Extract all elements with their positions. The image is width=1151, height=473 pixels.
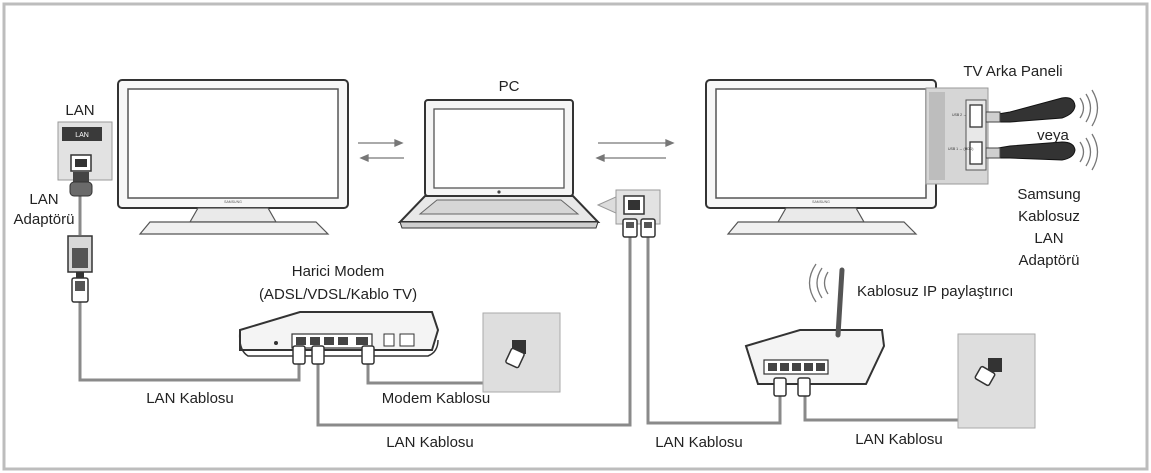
lan-plug-left-bottom <box>71 277 89 303</box>
lan-cable-modem-to-pc <box>316 236 632 427</box>
lan-cable-tv-to-modem <box>78 300 301 382</box>
arrows-tv-pc <box>358 139 404 162</box>
wall-socket-middle <box>482 312 561 393</box>
samsung-adapter-label-line3: LAN <box>1034 230 1064 247</box>
lan-adapter-icon <box>67 235 93 278</box>
lan-cable-left-label: LAN Kablosu <box>146 390 234 407</box>
tv-back-panel-zoom <box>925 87 989 185</box>
modem-cable-label: Modem Kablosu <box>381 390 491 407</box>
pc-label: PC <box>498 78 520 95</box>
tv-left <box>117 79 349 235</box>
lan-port-small-label: LAN <box>75 132 89 139</box>
router-lan-plugs <box>773 377 811 397</box>
lan-cable-right-label: LAN Kablosu <box>855 431 943 448</box>
usb-port-2-label: USB 1 ↔ (HDD) <box>948 147 973 151</box>
or-label: veya <box>1037 127 1069 144</box>
usb-dongle-bottom <box>985 141 1076 161</box>
lan-label: LAN <box>65 102 95 119</box>
lan-adapter-label-line2: Adaptörü <box>13 211 75 228</box>
lan-cable-pc-to-router <box>646 236 782 425</box>
usb-dongle-top <box>985 97 1076 123</box>
modem-lan-plugs <box>292 345 375 365</box>
wifi-waves-dongle-top <box>1079 89 1099 127</box>
lan-adapter-label-line1: LAN <box>29 191 59 208</box>
arrows-pc-tv <box>595 139 675 162</box>
external-modem <box>238 311 440 357</box>
lan-cable-middle-label: LAN Kablosu <box>386 434 474 451</box>
lan-port-zoom <box>57 121 113 181</box>
wireless-router <box>744 267 886 385</box>
wifi-waves-dongle-bottom <box>1079 133 1099 171</box>
tv-left-brand: SAMSUNG <box>224 200 242 204</box>
lan-cable-router-label: LAN Kablosu <box>655 434 743 451</box>
tv-right-brand: SAMSUNG <box>812 200 830 204</box>
laptop-pc <box>397 99 601 229</box>
samsung-adapter-label-line4: Adaptörü <box>1018 252 1080 269</box>
tv-back-panel-label: TV Arka Paneli <box>963 63 1063 80</box>
tv-right <box>705 79 937 235</box>
modem-label-line1: Harici Modem <box>291 263 385 280</box>
usb-port-1-label: USB 2 ↔ <box>952 113 967 117</box>
samsung-adapter-label-line2: Kablosuz <box>1018 208 1080 225</box>
modem-label-line2: (ADSL/VDSL/Kablo TV) <box>258 286 418 303</box>
wall-socket-right <box>957 333 1036 429</box>
lan-plug-top <box>69 172 93 197</box>
pc-lan-plugs <box>622 218 656 238</box>
samsung-adapter-label-line1: Samsung <box>1017 186 1081 203</box>
wireless-router-label: Kablosuz IP paylaştırıcı <box>857 283 1014 300</box>
router-wifi-waves <box>808 263 829 303</box>
